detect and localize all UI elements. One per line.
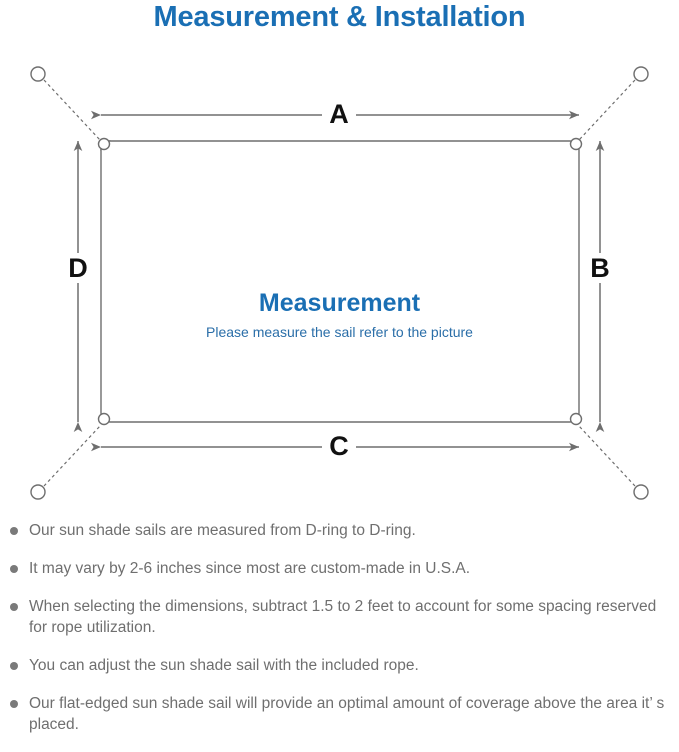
dimension-label-b: B (570, 253, 630, 283)
bullet-icon (10, 603, 18, 611)
bullet-icon (10, 565, 18, 573)
note-text: When selecting the dimensions, subtract … (29, 598, 657, 636)
rope-dashed-line-icon-bottom-right (578, 425, 636, 487)
note-text: It may vary by 2-6 inches since most are… (29, 560, 471, 577)
rope-dashed-line-icon-bottom-left (43, 425, 101, 487)
notes-list: Our sun shade sails are measured from D-… (0, 520, 679, 752)
list-item: You can adjust the sun shade sail with t… (0, 655, 679, 676)
list-item: Our flat-edged sun shade sail will provi… (0, 693, 679, 735)
rope-dashed-line-icon-top-right (578, 79, 636, 141)
page-title: Measurement & Installation (153, 1, 526, 33)
list-item: Our sun shade sails are measured from D-… (0, 520, 679, 541)
note-text: Our flat-edged sun shade sail will provi… (29, 695, 665, 733)
bullet-icon (10, 527, 18, 535)
dimension-label-c: C (309, 431, 369, 461)
sail-rectangle-icon (100, 140, 580, 423)
anchor-point-circle-icon-bottom-right (633, 484, 649, 500)
d-ring-icon-top-right-ring (569, 137, 583, 151)
list-item: It may vary by 2-6 inches since most are… (0, 558, 679, 579)
note-text: You can adjust the sun shade sail with t… (29, 657, 419, 674)
note-text: Our sun shade sails are measured from D-… (29, 522, 416, 539)
bullet-icon (10, 662, 18, 670)
dimension-label-d: D (48, 253, 108, 283)
dimension-label-a: A (309, 99, 369, 129)
diagram-svg (30, 66, 649, 500)
d-ring-icon-bottom-left-ring (97, 412, 111, 426)
anchor-point-circle-icon-top-right (633, 66, 649, 82)
bullet-icon (10, 700, 18, 708)
rope-dashed-line-icon-top-left (43, 79, 101, 141)
d-ring-icon-top-left-ring (97, 137, 111, 151)
sun-shade-sail-diagram: Measurement Please measure the sail refe… (0, 48, 679, 518)
anchor-point-circle-icon-bottom-left (30, 484, 46, 500)
anchor-point-circle-icon-top-left (30, 66, 46, 82)
list-item: When selecting the dimensions, subtract … (0, 596, 679, 638)
d-ring-icon-bottom-right-ring (569, 412, 583, 426)
